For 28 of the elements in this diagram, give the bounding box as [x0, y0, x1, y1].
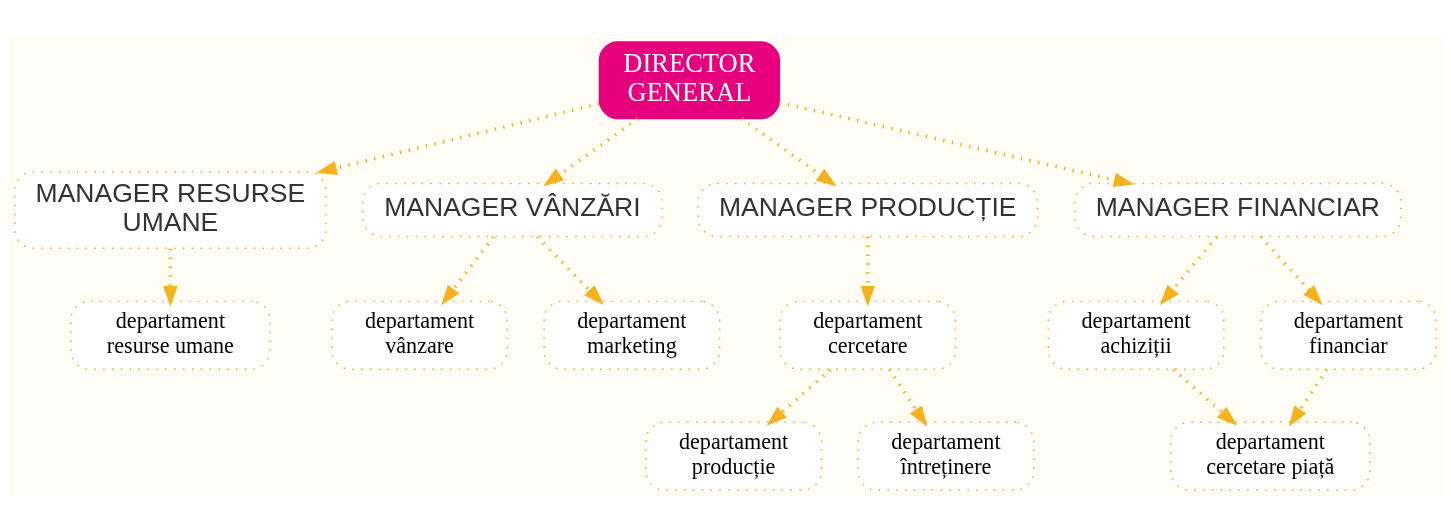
node-box: DIRECTOR GENERAL — [598, 40, 781, 119]
arrow — [888, 368, 928, 427]
node-box: departament producție — [645, 421, 823, 491]
arrow — [441, 235, 495, 305]
node-box: departament marketing — [543, 300, 721, 370]
node-box: MANAGER VÂNZĂRI — [362, 182, 663, 237]
arrow — [740, 116, 837, 187]
node-box: departament financiar — [1259, 300, 1437, 370]
node-box: MANAGER FINANCIAR — [1074, 182, 1402, 237]
node-box: departament achiziții — [1047, 300, 1225, 370]
arrow — [1259, 235, 1323, 305]
arrow — [163, 248, 178, 307]
node-box: departament cercetare — [779, 300, 957, 370]
node-box: departament resurse umane — [70, 300, 271, 370]
arrow — [316, 101, 600, 175]
arrow — [1159, 235, 1219, 305]
arrow — [766, 367, 832, 426]
arrow — [860, 236, 875, 307]
arrow — [1288, 368, 1329, 427]
arrow — [778, 100, 1135, 187]
arrow — [535, 235, 604, 305]
arrow — [543, 116, 639, 187]
node-box: departament cercetare piață — [1170, 421, 1371, 491]
node-box: MANAGER RESURSE UMANE — [14, 170, 327, 249]
node-box: departament întreținere — [857, 421, 1035, 491]
node-box: departament vânzare — [331, 300, 509, 370]
arrow — [1172, 367, 1238, 426]
node-box: MANAGER PRODUCȚIE — [697, 182, 1039, 237]
